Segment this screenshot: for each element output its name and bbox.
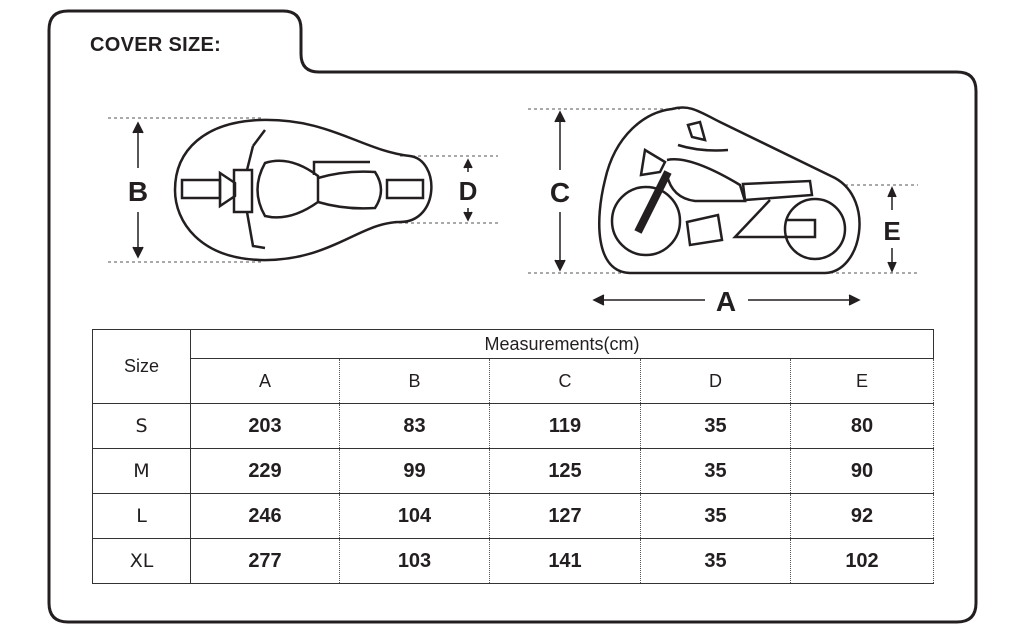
value-cell: 229 xyxy=(190,448,340,494)
table-row: M 229 99 125 35 90 xyxy=(92,448,935,494)
size-table: Size Measurements(cm) A B C D E S 203 83… xyxy=(92,329,935,584)
value-cell: 35 xyxy=(640,538,791,584)
page-title: COVER SIZE: xyxy=(90,34,222,56)
value-cell: 125 xyxy=(489,448,641,494)
dimension-label-c: C xyxy=(550,177,570,208)
value-cell: 99 xyxy=(339,448,490,494)
column-header: A xyxy=(190,358,340,404)
table-row: L 246 104 127 35 92 xyxy=(92,493,935,539)
dimension-label-b: B xyxy=(128,176,148,207)
frame-outline xyxy=(47,9,978,624)
value-cell: 119 xyxy=(489,403,641,449)
size-cell: S xyxy=(92,403,191,449)
value-cell: 141 xyxy=(489,538,641,584)
value-cell: 277 xyxy=(190,538,340,584)
value-cell: 35 xyxy=(640,403,791,449)
dimension-label-a: A xyxy=(716,286,736,317)
value-cell: 92 xyxy=(789,493,935,539)
value-cell: 35 xyxy=(640,493,791,539)
value-cell: 203 xyxy=(190,403,340,449)
side-view xyxy=(528,106,918,306)
value-cell: 102 xyxy=(789,538,935,584)
value-cell: 80 xyxy=(789,403,935,449)
value-cell: 104 xyxy=(339,493,490,539)
value-cell: 83 xyxy=(339,403,490,449)
top-view xyxy=(108,117,498,263)
value-cell: 246 xyxy=(190,493,340,539)
table-row: XL 277 103 141 35 102 xyxy=(92,538,935,584)
column-header: C xyxy=(489,358,641,404)
column-header: D xyxy=(640,358,791,404)
value-cell: 103 xyxy=(339,538,490,584)
value-cell: 127 xyxy=(489,493,641,539)
value-cell: 90 xyxy=(789,448,935,494)
measurements-header: Measurements(cm) xyxy=(189,329,935,359)
table-row: S 203 83 119 35 80 xyxy=(92,403,935,449)
dimension-label-e: E xyxy=(883,216,900,246)
size-cell: L xyxy=(92,493,191,539)
column-header: B xyxy=(339,358,490,404)
size-header: Size xyxy=(92,329,191,404)
size-cell: M xyxy=(92,448,191,494)
dimension-label-d: D xyxy=(459,176,478,206)
value-cell: 35 xyxy=(640,448,791,494)
size-cell: XL xyxy=(92,538,191,584)
column-header: E xyxy=(789,358,935,404)
